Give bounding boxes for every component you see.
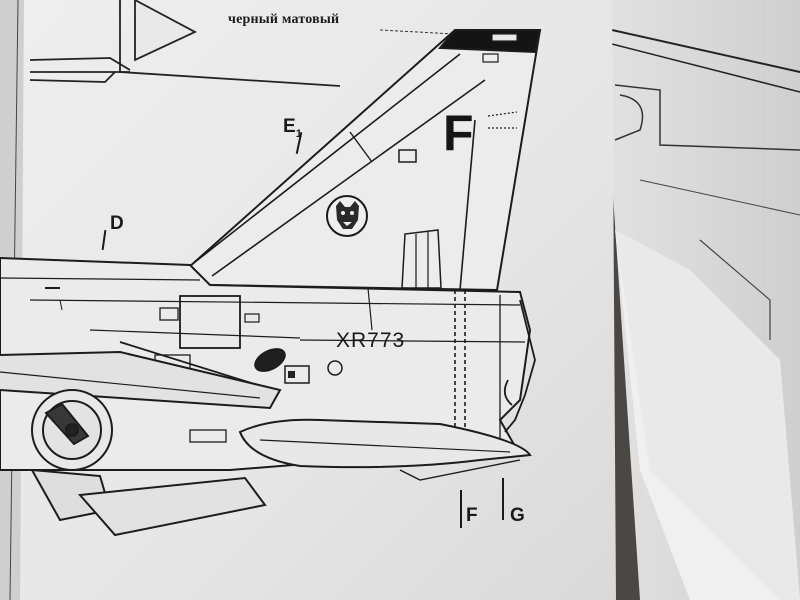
station-f-label: F [466, 505, 478, 526]
ventral-fairing [238, 418, 532, 481]
station-g-marker-line [502, 478, 504, 520]
station-f-marker-line [460, 490, 462, 528]
background-sheet [600, 0, 800, 600]
station-d-label: D [110, 213, 124, 234]
station-g-label: G [510, 505, 525, 526]
tail-code-letter: F [443, 105, 474, 161]
paint-note-label: черный матовый [228, 12, 340, 27]
caption-leader [379, 29, 456, 35]
serial-number: XR773 [336, 329, 406, 352]
tail-cone [503, 299, 536, 433]
undercarriage-door [77, 476, 267, 537]
panther-head-icon [326, 195, 368, 237]
station-e-label: E1 [283, 116, 302, 140]
top-fin-fragment [29, 0, 341, 87]
